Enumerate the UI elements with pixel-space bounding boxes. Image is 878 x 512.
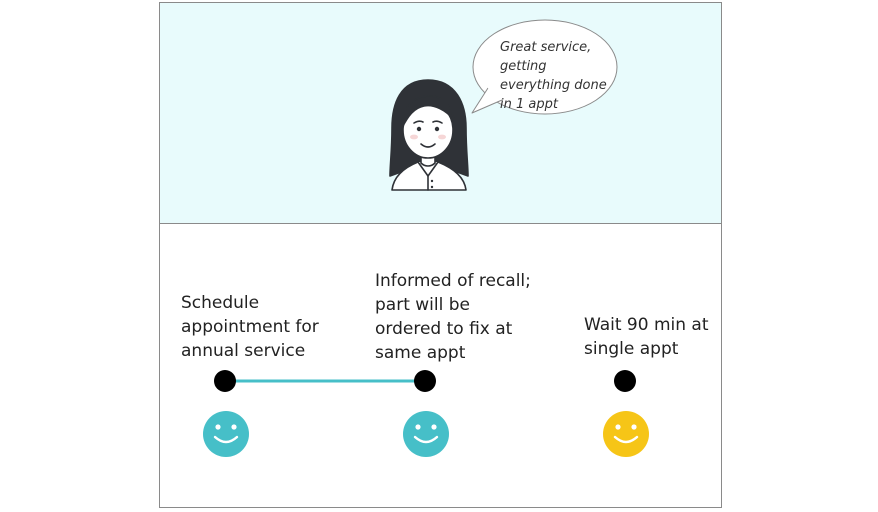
- timeline-node-1: [214, 370, 236, 392]
- speech-bubble: [471, 19, 618, 115]
- step-label-2: Informed of recall; part will be ordered…: [375, 271, 531, 363]
- timeline-node-2: [414, 370, 436, 392]
- timeline-node-3: [614, 370, 636, 392]
- smiley-icon-2: [403, 411, 449, 457]
- smiley-icon-1: [203, 411, 249, 457]
- step-label-1: Schedule appointment for annual service: [181, 293, 319, 361]
- persona-avatar-icon: [389, 79, 469, 191]
- smiley-icon-3: [603, 411, 649, 457]
- step-label-3: Wait 90 min at single appt: [584, 315, 709, 359]
- persona-quote: Great service, getting everything done i…: [500, 40, 607, 112]
